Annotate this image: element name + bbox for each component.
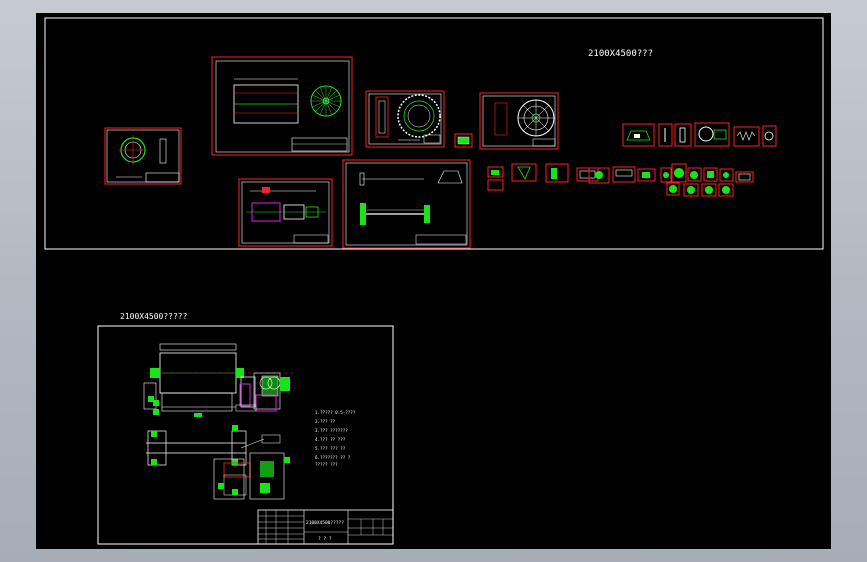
part-drawing-flange[interactable] bbox=[104, 127, 182, 185]
part-drawing-drive-assembly[interactable] bbox=[238, 178, 333, 247]
mill-plan-view bbox=[146, 425, 290, 500]
part-drawing-ring-gear[interactable] bbox=[365, 90, 445, 148]
part-drawing-pin-a[interactable] bbox=[658, 123, 673, 147]
top-sheet-frame bbox=[44, 17, 824, 250]
part-drawing-gear-small[interactable] bbox=[694, 122, 730, 147]
part-drawing-cylinder[interactable] bbox=[211, 56, 353, 156]
tech-note-line: 6.??????? ?? ? bbox=[315, 455, 351, 460]
top-drawing-sheet[interactable]: 2100X4500??? bbox=[44, 17, 824, 250]
bottom-sheet-title: 2100X4500????? bbox=[120, 312, 188, 321]
part-drawing-washer[interactable] bbox=[762, 125, 777, 147]
technical-notes: 1.????? 0.5-???? 2.??? ?? 3.??? ??????? … bbox=[315, 410, 356, 467]
part-drawing-shaft[interactable] bbox=[342, 159, 471, 249]
title-block: 2100X4500????? ? ? ? bbox=[257, 509, 394, 545]
tech-note-line: 2.??? ?? bbox=[315, 419, 336, 424]
tech-note-line: 1.????? 0.5-???? bbox=[315, 410, 356, 415]
cad-drawing: 2100X4500??? bbox=[44, 17, 824, 545]
part-drawing-wheel[interactable] bbox=[479, 92, 559, 150]
part-drawing-small-1[interactable] bbox=[454, 133, 473, 148]
bottom-sheet-frame bbox=[97, 325, 394, 545]
part-drawing-spring[interactable] bbox=[733, 126, 760, 147]
title-block-name: 2100X4500????? bbox=[306, 520, 344, 526]
part-drawing-bracket[interactable] bbox=[622, 123, 655, 147]
part-drawing-pin-b[interactable] bbox=[674, 123, 692, 147]
mill-front-view bbox=[143, 343, 294, 417]
top-sheet-title: 2100X4500??? bbox=[588, 49, 653, 59]
cad-viewport[interactable]: 2100X4500??? bbox=[36, 13, 831, 549]
tech-note-line: ????? ??? bbox=[315, 462, 338, 467]
small-parts-row[interactable] bbox=[487, 163, 754, 197]
tech-note-line: 4.??? ?? ??? bbox=[315, 437, 346, 442]
bottom-assembly-sheet[interactable]: 2100X4500????? bbox=[97, 312, 394, 545]
tech-note-line: 3.??? ??????? bbox=[315, 428, 348, 433]
tech-note-line: 5.??? ??? ?? bbox=[315, 446, 346, 451]
title-block-footer: ? ? ? bbox=[318, 536, 332, 542]
